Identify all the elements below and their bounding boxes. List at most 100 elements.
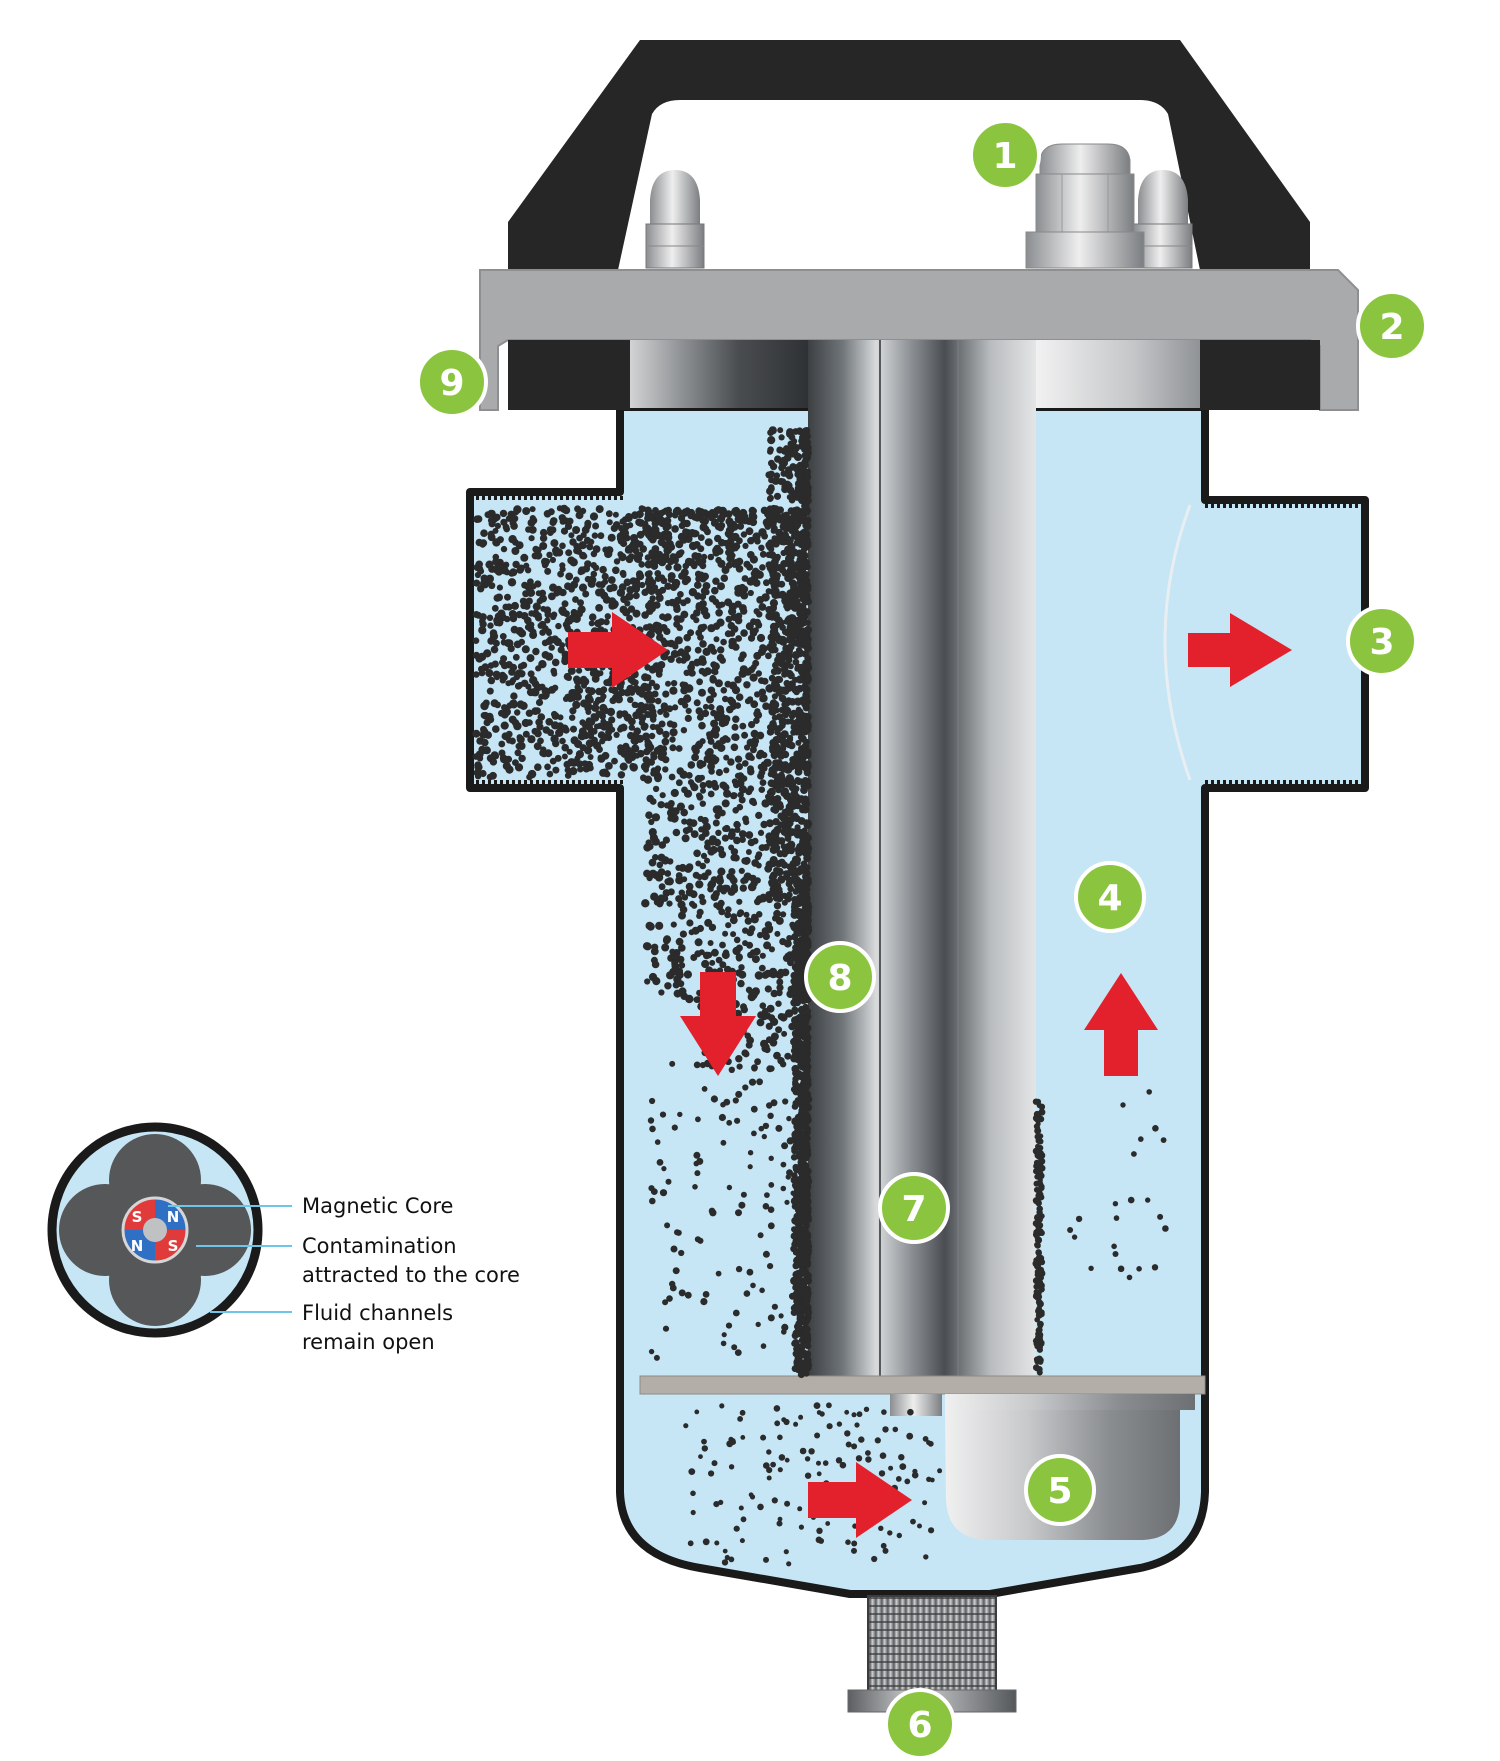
- particle: [719, 1403, 725, 1409]
- particle: [625, 592, 634, 601]
- particle: [708, 1470, 715, 1477]
- particle: [513, 673, 521, 681]
- particle: [663, 627, 671, 636]
- particle: [662, 836, 671, 844]
- particle: [753, 608, 760, 615]
- drain-thread: [867, 1595, 997, 1692]
- particle: [680, 992, 688, 1000]
- particle: [766, 728, 775, 736]
- particle: [783, 454, 792, 462]
- particle: [637, 551, 644, 558]
- particle: [635, 687, 644, 696]
- cross-section-inset: S N N S: [47, 1122, 292, 1338]
- particle: [896, 1532, 902, 1539]
- particle: [653, 601, 661, 609]
- particle: [764, 921, 773, 929]
- particle: [694, 592, 702, 600]
- particle: [648, 711, 657, 720]
- particle: [790, 510, 797, 517]
- particle: [892, 1426, 899, 1433]
- particle: [517, 629, 527, 638]
- particle: [614, 695, 624, 704]
- particle: [546, 551, 553, 558]
- particle: [758, 786, 766, 793]
- particle: [657, 801, 665, 809]
- particle: [555, 548, 564, 557]
- particle: [623, 713, 632, 722]
- particle: [795, 739, 802, 746]
- particle: [688, 804, 695, 811]
- particle: [652, 767, 660, 776]
- particle: [680, 727, 688, 734]
- particle: [772, 661, 779, 669]
- particle: [685, 707, 692, 715]
- particle: [628, 724, 635, 731]
- particle: [720, 638, 727, 646]
- particle: [663, 516, 672, 525]
- particle: [649, 798, 657, 805]
- particle: [682, 694, 692, 703]
- particle: [762, 702, 770, 710]
- particle: [803, 726, 811, 734]
- particle: [879, 1452, 887, 1459]
- particle: [787, 840, 796, 849]
- particle: [779, 653, 787, 661]
- particle: [482, 699, 490, 707]
- particle: [783, 445, 790, 452]
- particle: [487, 622, 494, 629]
- particle: [795, 1304, 803, 1311]
- particle: [539, 534, 548, 542]
- particle: [754, 853, 762, 861]
- particle: [819, 1538, 824, 1544]
- particle: [775, 1000, 782, 1007]
- particle: [651, 871, 660, 880]
- particle: [507, 578, 517, 587]
- particle: [836, 1421, 843, 1427]
- particle: [657, 661, 666, 669]
- particle: [670, 921, 677, 928]
- particle: [679, 770, 688, 779]
- particle: [584, 575, 592, 583]
- particle: [584, 560, 592, 568]
- particle: [690, 1490, 696, 1497]
- particle: [711, 1460, 718, 1467]
- particle: [509, 614, 518, 623]
- particle: [749, 673, 758, 682]
- particle: [767, 1263, 774, 1270]
- particle: [734, 755, 743, 763]
- particle: [759, 1287, 765, 1294]
- particle: [533, 707, 541, 715]
- particle: [695, 707, 703, 715]
- particle: [796, 1116, 803, 1123]
- particle: [767, 1112, 774, 1120]
- particle: [689, 819, 698, 827]
- particle: [1113, 1215, 1120, 1221]
- particle: [535, 546, 542, 554]
- particle: [727, 758, 735, 766]
- rod-foot: [890, 1394, 942, 1416]
- particle: [698, 721, 706, 730]
- particle: [566, 748, 573, 755]
- particle: [612, 511, 619, 518]
- particle: [574, 505, 582, 513]
- particle: [664, 509, 672, 516]
- particle: [521, 718, 530, 728]
- particle: [856, 1411, 863, 1418]
- particle: [746, 1268, 754, 1276]
- legend-fluid-line1: Fluid channels: [302, 1301, 453, 1325]
- particle: [691, 513, 699, 521]
- particle: [712, 549, 720, 557]
- particle: [798, 1524, 805, 1530]
- particle: [769, 739, 777, 747]
- particle: [504, 593, 511, 601]
- particle: [490, 645, 499, 654]
- particle: [787, 868, 794, 876]
- particle: [695, 1116, 701, 1123]
- particle: [749, 555, 759, 564]
- particle: [1138, 1136, 1144, 1142]
- particle: [767, 724, 774, 731]
- particle: [702, 703, 709, 710]
- particle: [473, 579, 481, 587]
- particle: [507, 645, 515, 653]
- particle: [724, 1554, 730, 1561]
